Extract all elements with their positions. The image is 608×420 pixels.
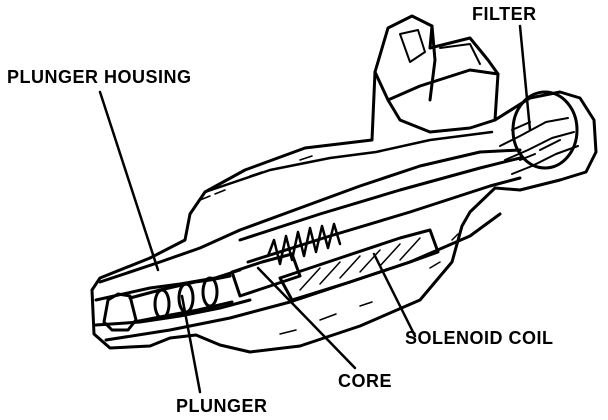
plunger-ring-3 bbox=[201, 276, 219, 308]
plunger-ring-2 bbox=[177, 282, 195, 314]
filter-cap bbox=[511, 90, 579, 170]
label-solenoid-coil: SOLENOID COIL bbox=[405, 328, 554, 348]
injector-outer-body bbox=[90, 14, 598, 354]
connector-inner bbox=[399, 29, 481, 65]
leader-plunger-housing bbox=[98, 90, 160, 272]
plunger-shaft bbox=[128, 274, 234, 324]
leader-filter bbox=[518, 24, 532, 132]
core bbox=[230, 252, 302, 298]
inner-tube bbox=[238, 156, 522, 264]
electrical-connector bbox=[373, 24, 500, 134]
body-shading bbox=[199, 155, 459, 335]
label-plunger: PLUNGER bbox=[176, 396, 268, 416]
upper-sleeve bbox=[203, 130, 494, 194]
filter-mesh bbox=[499, 117, 579, 175]
solenoid-coil-windings bbox=[299, 237, 421, 291]
spring bbox=[266, 222, 342, 266]
leader-plunger bbox=[180, 294, 202, 394]
label-filter: FILTER bbox=[472, 4, 537, 24]
label-plunger-housing: PLUNGER HOUSING bbox=[7, 67, 192, 87]
label-core: CORE bbox=[338, 371, 393, 391]
plunger-housing-nose bbox=[94, 268, 252, 327]
nozzle-tip bbox=[102, 292, 138, 332]
leader-solenoid-coil bbox=[372, 252, 417, 338]
solenoid-coil bbox=[278, 228, 440, 302]
filter-body bbox=[511, 121, 561, 161]
plunger-ring-1 bbox=[153, 288, 171, 320]
leader-core bbox=[256, 266, 357, 370]
